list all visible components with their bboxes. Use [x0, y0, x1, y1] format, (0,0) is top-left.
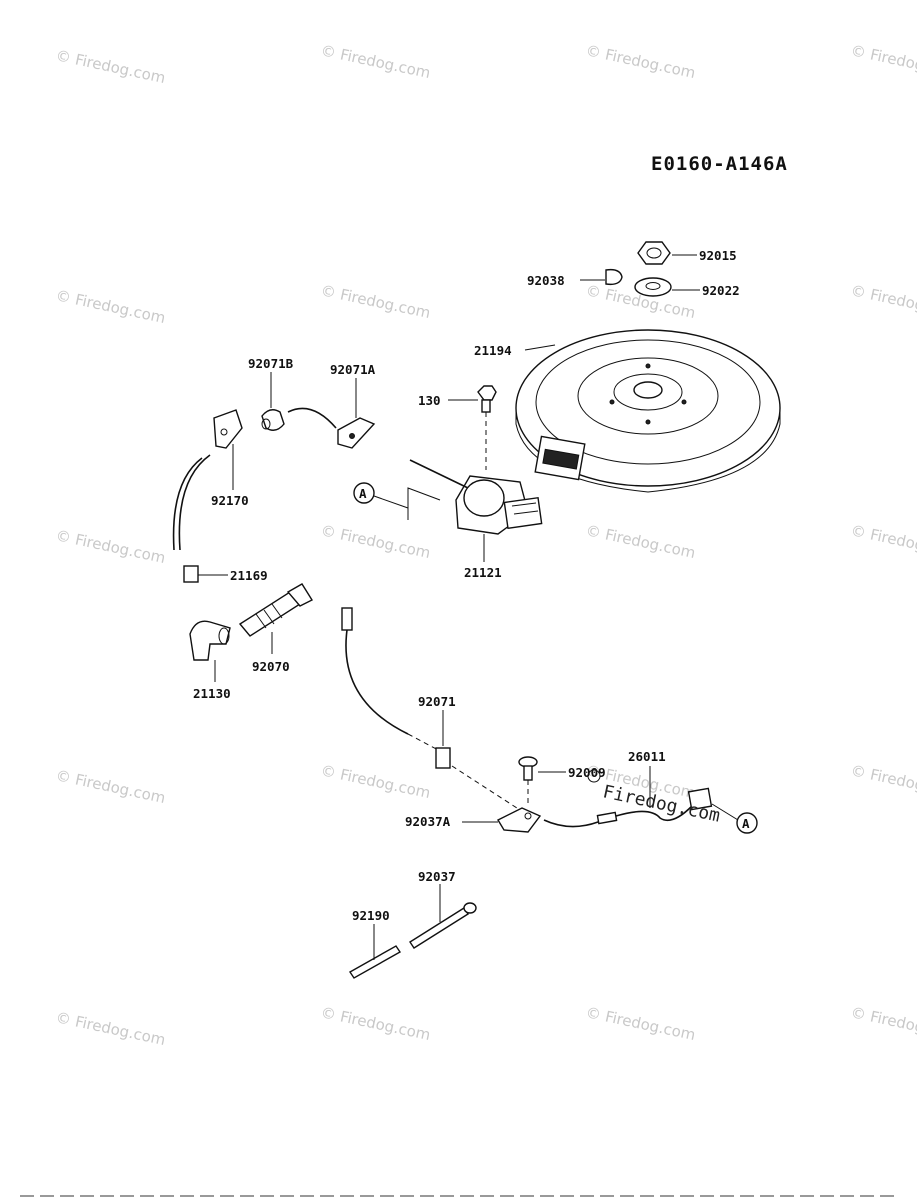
label-92190: 92190	[352, 908, 390, 923]
watermark: © Firedog.com	[54, 286, 167, 327]
watermark: © Firedog.com	[584, 1003, 697, 1044]
label-21169: 21169	[230, 568, 268, 583]
pin-92190-part	[348, 924, 402, 979]
label-92037: 92037	[418, 869, 456, 884]
label-21121: 21121	[464, 565, 502, 580]
connector-label-right: A	[742, 816, 750, 831]
watermark: © Firedog.com	[849, 1003, 917, 1044]
bracket-part	[462, 807, 542, 833]
watermark: © Firedog.com	[584, 41, 697, 82]
label-92009: 92009	[568, 765, 606, 780]
clamp-92071b-part	[261, 372, 285, 431]
label-21130: 21130	[193, 686, 231, 701]
label-92071: 92071	[418, 694, 456, 709]
stop-lead-part	[341, 607, 521, 811]
spark-plug-part	[238, 583, 314, 654]
label-92071a: 92071A	[330, 362, 376, 377]
label-92037a: 92037A	[405, 814, 451, 829]
watermark: © Firedog.com	[54, 766, 167, 807]
watermark: © Firedog.com	[849, 761, 917, 802]
screw-part	[518, 756, 601, 806]
label-21194: 21194	[474, 343, 512, 358]
watermark: © Firedog.com	[319, 1003, 432, 1044]
ignition-coil-part	[409, 459, 543, 562]
watermark: © Firedog.com	[319, 41, 432, 82]
cap-21169-part	[183, 565, 228, 583]
label-92022: 92022	[702, 283, 740, 298]
plug-cap-part	[189, 620, 231, 682]
reference-code: E0160-A146A	[651, 153, 788, 175]
nut-part	[637, 241, 697, 265]
label-92070: 92070	[252, 659, 290, 674]
watermark: © Firedog.com	[54, 526, 167, 567]
stop-switch-lead-part	[543, 766, 739, 828]
terminal-part	[172, 409, 243, 551]
watermark: © Firedog.com	[54, 46, 167, 87]
label-92071b: 92071B	[248, 356, 294, 371]
washer-part	[634, 277, 700, 297]
key-part	[580, 268, 623, 286]
watermark: © Firedog.com	[849, 41, 917, 82]
watermark: © Firedog.com	[54, 1008, 167, 1049]
label-130: 130	[418, 393, 441, 408]
label-26011: 26011	[628, 749, 666, 764]
watermark: © Firedog.com	[849, 281, 917, 322]
flywheel-part	[515, 329, 781, 493]
clamp-92071a-part	[287, 378, 376, 449]
watermark-layer: © Firedog.com © Firedog.com © Firedog.co…	[54, 41, 917, 1049]
watermark: © Firedog.com	[319, 761, 432, 802]
connector-marker-right	[736, 812, 758, 834]
watermark: © Firedog.com	[319, 521, 432, 562]
watermark: © Firedog.com	[849, 521, 917, 562]
connector-marker-left	[353, 482, 441, 520]
connector-label-left: A	[359, 486, 367, 501]
pin-92037-part	[409, 884, 477, 949]
watermark: © Firedog.com	[319, 281, 432, 322]
label-92038: 92038	[527, 273, 565, 288]
watermark: © Firedog.com	[584, 521, 697, 562]
label-92170: 92170	[211, 493, 249, 508]
label-92015: 92015	[699, 248, 737, 263]
bolt-part	[448, 385, 497, 470]
